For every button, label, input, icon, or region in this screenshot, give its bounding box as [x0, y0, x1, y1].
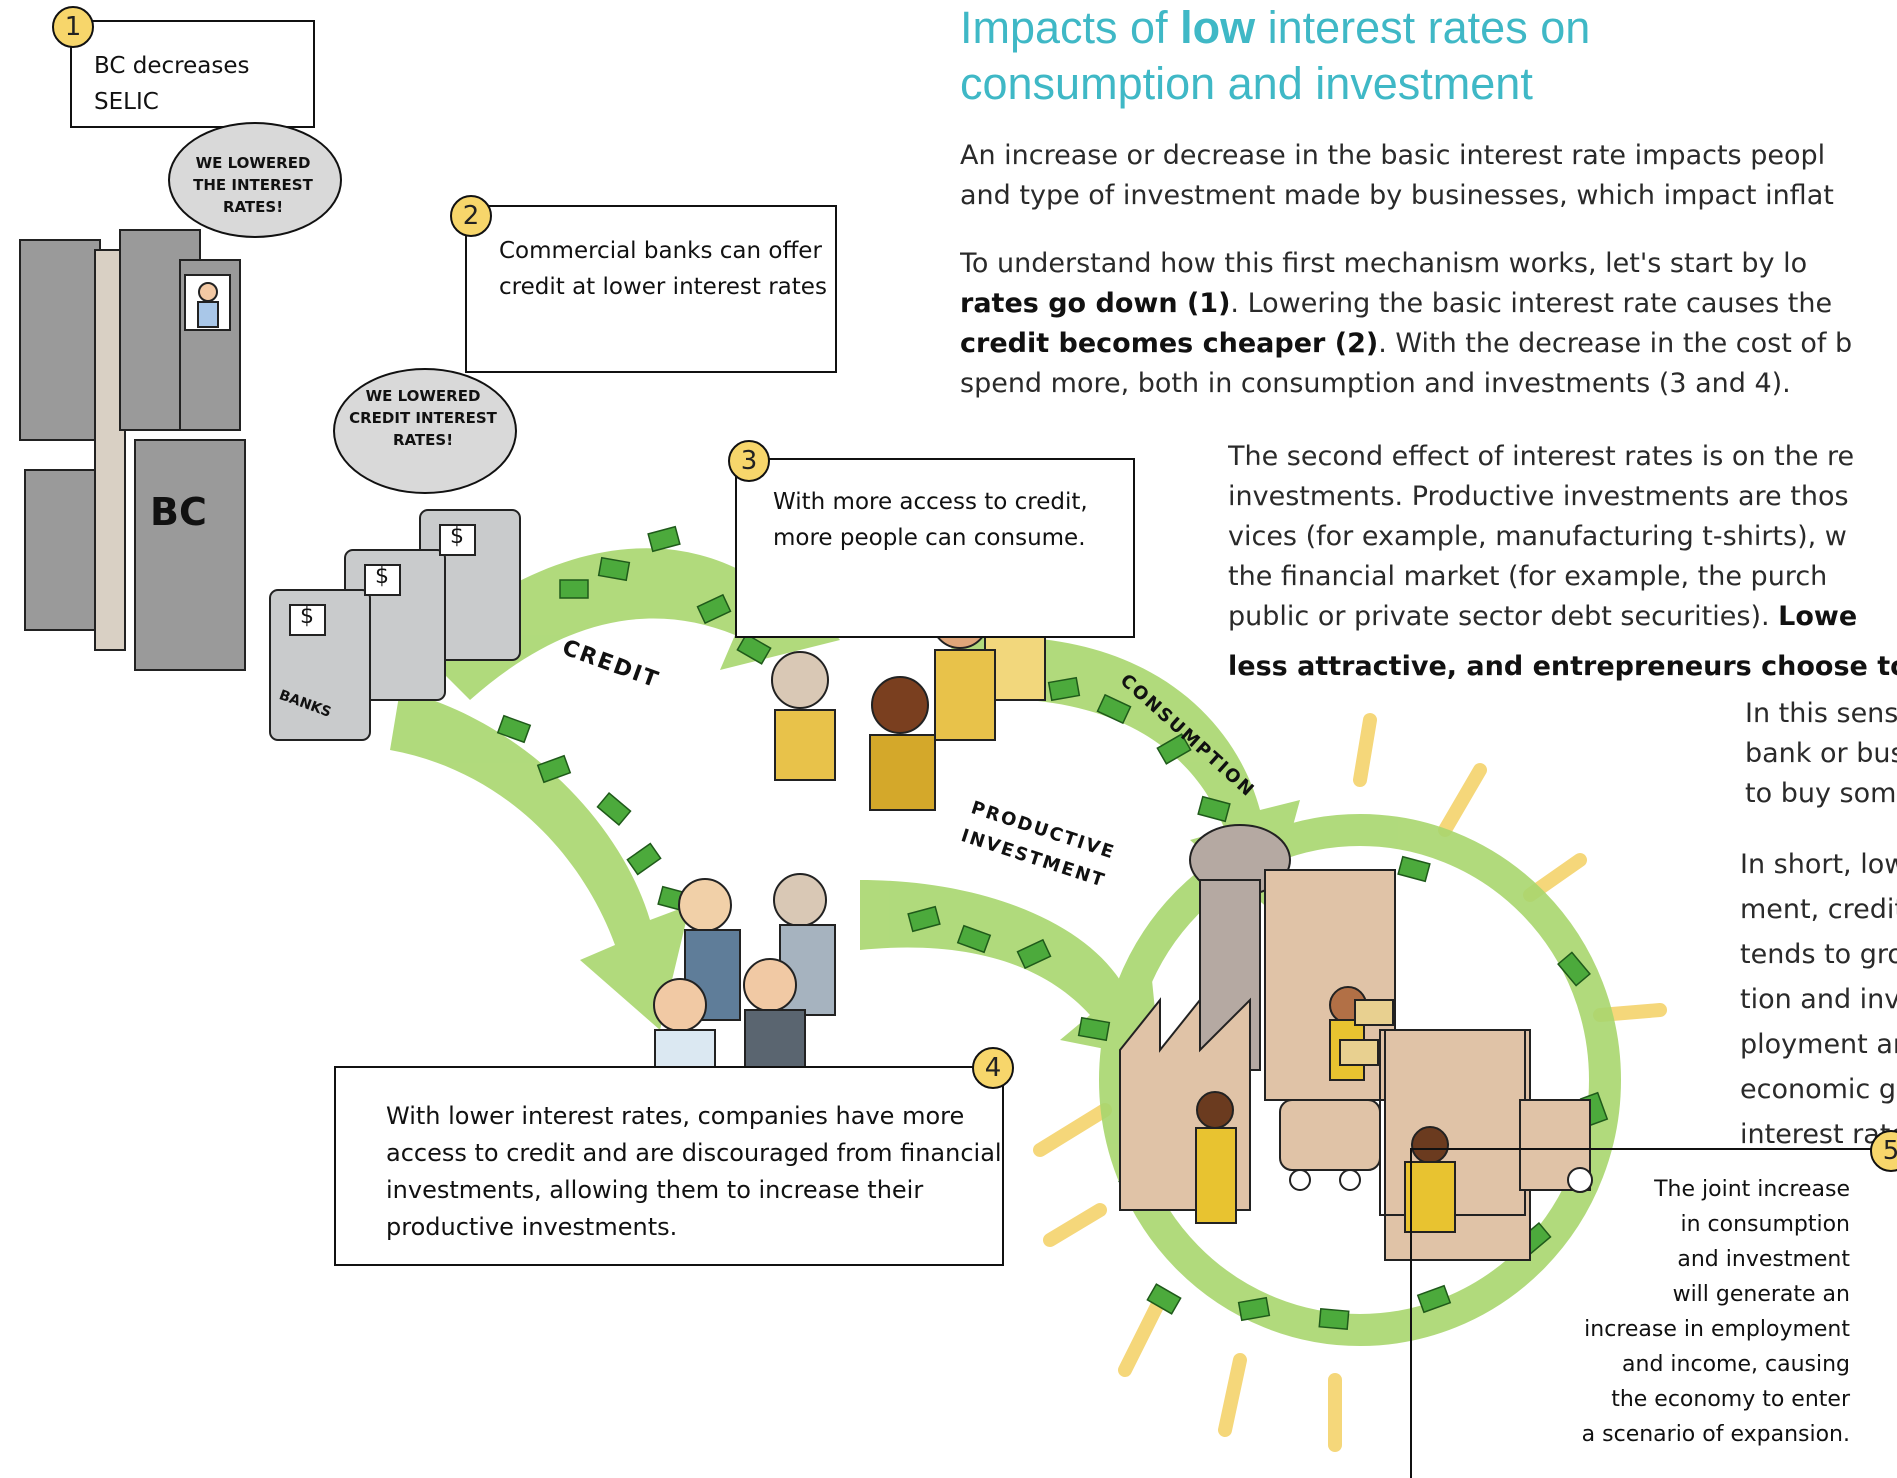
step-4-box: With lower interest rates, companies hav… — [334, 1066, 1004, 1266]
step-3-number: 3 — [728, 440, 770, 482]
text-emphasis: rates go down (1) — [960, 288, 1231, 319]
text-line: spend more, both in consumption and inve… — [960, 368, 1791, 399]
step-2-number: 2 — [450, 195, 492, 237]
text-line: investments. Productive investments are … — [1228, 481, 1849, 512]
text-line: The second effect of interest rates is o… — [1228, 441, 1855, 472]
text-line: increase in employment — [1584, 1317, 1850, 1342]
text-line: economic gro — [1740, 1074, 1897, 1105]
economy-scene — [1119, 824, 1593, 1261]
mechanism-paragraph: To understand how this first mechanism w… — [960, 244, 1897, 404]
step-2-text: Commercial banks can offer credit at low… — [499, 238, 827, 300]
step-3-box: With more access to credit, more people … — [735, 458, 1135, 638]
text-line: vices (for example, manufacturing t-shir… — [1228, 521, 1847, 552]
step-1-number: 1 — [52, 6, 94, 48]
text-line: and type of investment made by businesse… — [960, 180, 1834, 211]
short-paragraph: In short, low ment, credit a tends to gr… — [1740, 842, 1897, 1157]
text-line: bank or busin — [1745, 738, 1897, 769]
text-emphasis: less attractive, and entrepreneurs choos… — [1228, 651, 1897, 682]
text-line: a scenario of expansion. — [1581, 1422, 1850, 1447]
title-part: consumption and investment — [960, 58, 1533, 109]
step-4-number: 4 — [972, 1047, 1014, 1089]
text-line: the economy to enter — [1611, 1387, 1850, 1412]
text-line: the financial market (for example, the p… — [1228, 561, 1828, 592]
text-line: . Lowering the basic interest rate cause… — [1230, 288, 1833, 319]
step-1-box: BC decreases SELIC — [70, 20, 315, 128]
central-bank-building — [19, 229, 246, 671]
text-line: to buy somet — [1745, 778, 1897, 809]
step-5-box — [1410, 1148, 1897, 1478]
atm-dollar-sign: $ — [450, 524, 464, 549]
text-line: and income, causing — [1622, 1352, 1850, 1377]
sense-paragraph: In this sense, bank or busin to buy some… — [1745, 694, 1897, 814]
step-5-text: The joint increase in consumption and in… — [1520, 1172, 1850, 1452]
text-line: In this sense, — [1745, 698, 1897, 729]
atm-dollar-sign: $ — [375, 564, 389, 589]
title-part: interest rates on — [1255, 2, 1591, 53]
second-effect-paragraph: The second effect of interest rates is o… — [1228, 437, 1897, 637]
text-line: The joint increase — [1654, 1177, 1850, 1202]
text-line: . With the decrease in the cost of b — [1378, 328, 1853, 359]
step-1-text: BC decreases SELIC — [94, 53, 250, 115]
central-bank-bubble-text: WE LOWERED THE INTEREST RATES! — [193, 154, 313, 216]
banks-speech-bubble — [333, 368, 517, 494]
text-emphasis: credit becomes cheaper (2) — [960, 328, 1379, 359]
business-people-group — [653, 873, 836, 1071]
text-line: To understand how this first mechanism w… — [960, 248, 1808, 279]
title-emphasis: low — [1180, 2, 1256, 53]
text-line: in consumption — [1680, 1212, 1851, 1237]
step-2-box: Commercial banks can offer credit at low… — [465, 205, 837, 373]
step-3-text: With more access to credit, more people … — [773, 489, 1088, 551]
text-line: An increase or decrease in the basic int… — [960, 140, 1826, 171]
second-effect-bold-line: less attractive, and entrepreneurs choos… — [1228, 647, 1897, 687]
sun-rays — [1033, 713, 1667, 1452]
text-emphasis: Lowe — [1778, 601, 1858, 632]
text-line: public or private sector debt securities… — [1228, 601, 1779, 632]
intro-paragraph: An increase or decrease in the basic int… — [960, 136, 1897, 216]
atm-dollar-sign: $ — [300, 604, 314, 629]
banks-bubble-text: WE LOWERED CREDIT INTEREST RATES! — [349, 387, 497, 449]
text-line: ment, credit a — [1740, 894, 1897, 925]
building-bc-label: BC — [150, 490, 207, 534]
text-line: tion and inve — [1740, 984, 1897, 1015]
text-line: tends to grow — [1740, 939, 1897, 970]
atm-machines — [269, 509, 521, 741]
text-line: and investment — [1677, 1247, 1850, 1272]
text-line: In short, low — [1740, 849, 1897, 880]
central-bank-speech-bubble — [168, 122, 342, 238]
title-part: Impacts of — [960, 2, 1181, 53]
step-4-text: With lower interest rates, companies hav… — [386, 1102, 1002, 1241]
text-line: will generate an — [1672, 1282, 1850, 1307]
step-5-number: 5 — [1870, 1130, 1897, 1172]
text-line: ployment and — [1740, 1029, 1897, 1060]
page-title: Impacts of low interest rates on consump… — [960, 0, 1860, 112]
